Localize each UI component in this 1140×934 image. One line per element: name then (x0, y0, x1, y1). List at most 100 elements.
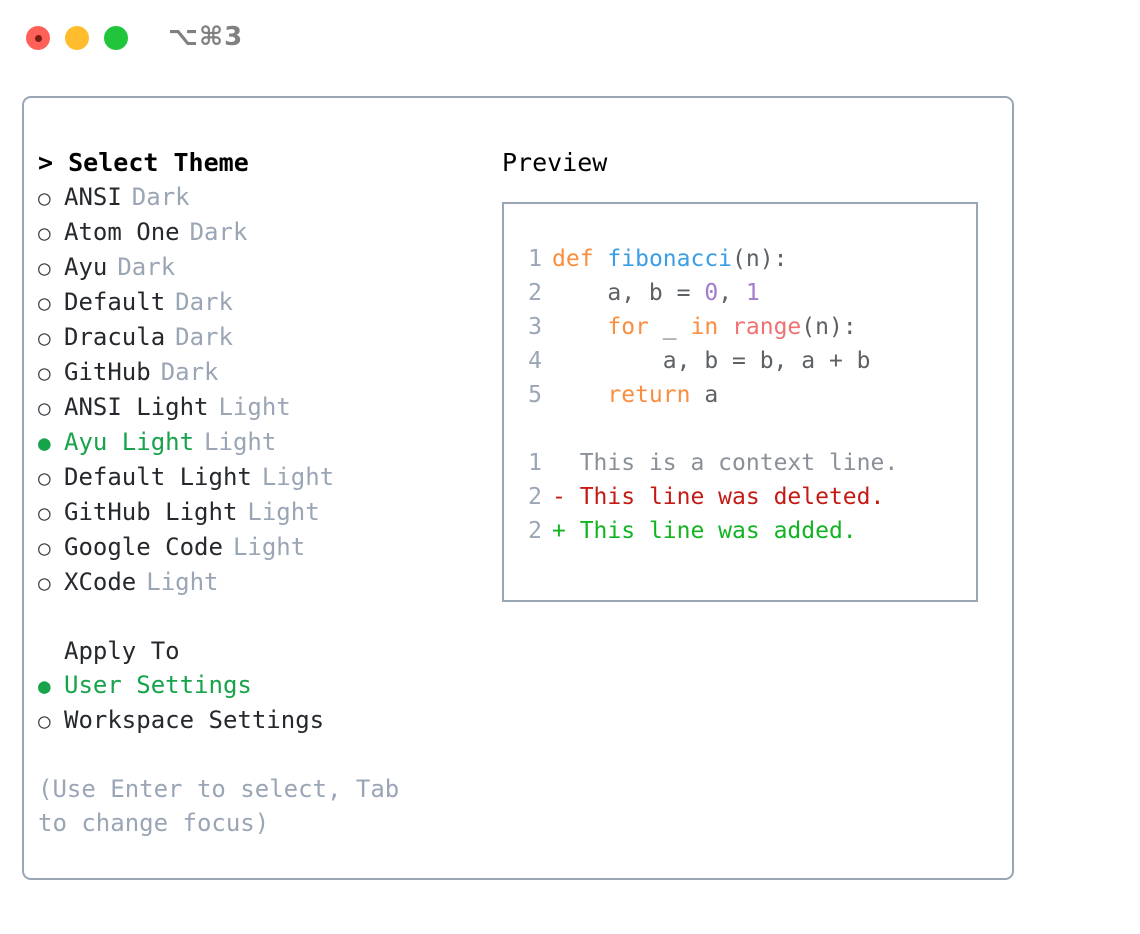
radio-unselected-icon: ○ (38, 186, 51, 210)
code-token: range (732, 314, 802, 340)
line-number: 2 (528, 484, 542, 510)
preview-title: Preview (502, 148, 608, 177)
apply-to-list: ● User Settings ○Workspace Settings (38, 668, 468, 738)
diff-text: This line was added. (565, 518, 857, 544)
theme-option-default[interactable]: ○ Default Dark (38, 285, 468, 320)
diff-line-ctx: 1 This is a context line. (520, 446, 976, 480)
radio-selected-icon: ● (38, 431, 51, 455)
theme-option-label: XCode (64, 568, 137, 596)
theme-variant-tag: Light (218, 393, 291, 421)
theme-variant-tag: Dark (175, 288, 233, 316)
radio-unselected-icon: ○ (38, 291, 51, 315)
code-token: 0 (704, 280, 719, 306)
code-token (594, 246, 608, 272)
apply-to-option-workspace-settings[interactable]: ○Workspace Settings (38, 703, 468, 738)
code-token: _ (648, 314, 691, 340)
code-token (552, 314, 607, 340)
close-button[interactable] (26, 26, 50, 50)
radio-unselected-icon: ○ (38, 361, 51, 385)
radio-unselected-icon: ○ (38, 396, 51, 420)
keyboard-hint-text: (Use Enter to select, Tab to change focu… (38, 775, 400, 837)
theme-option-label: Default Light (64, 463, 252, 491)
code-line: 5 return a (520, 378, 976, 412)
code-token: (n): (801, 314, 857, 340)
code-token: 1 (745, 280, 760, 306)
code-line: 2 a, b = 0, 1 (520, 276, 976, 310)
code-token: a (690, 382, 719, 408)
apply-to-option-user-settings[interactable]: ● User Settings (38, 668, 468, 703)
theme-variant-tag: Light (247, 498, 320, 526)
code-token: fibonacci (607, 246, 733, 272)
theme-option-dracula[interactable]: ○ Dracula Dark (38, 320, 468, 355)
code-diff-spacer (520, 412, 976, 446)
line-number: 1 (528, 246, 542, 272)
radio-unselected-icon: ○ (38, 709, 51, 733)
apply-to-option-label: User Settings (64, 671, 252, 699)
radio-unselected-icon: ○ (38, 326, 51, 350)
theme-option-label: Google Code (64, 533, 223, 561)
theme-option-label: ANSI (64, 183, 122, 211)
theme-variant-tag: Light (146, 568, 219, 596)
radio-unselected-icon: ○ (38, 466, 51, 490)
line-number: 5 (528, 382, 542, 408)
theme-option-label: ANSI Light (64, 393, 209, 421)
code-token: def (552, 246, 594, 272)
diff-sign: + (552, 518, 566, 544)
apply-to-header: Apply To (64, 637, 180, 665)
radio-selected-icon: ● (38, 674, 51, 698)
code-token: a, b = b, a + b (552, 348, 871, 374)
traffic-light-group (26, 26, 128, 50)
theme-variant-tag: Dark (175, 323, 233, 351)
line-number: 2 (528, 280, 542, 306)
theme-variant-tag: Dark (189, 218, 248, 246)
theme-option-ayu-light[interactable]: ● Ayu Light Light (38, 425, 468, 460)
theme-variant-tag: Dark (131, 183, 190, 211)
theme-option-label: GitHub Light (64, 498, 238, 526)
code-token: return (607, 382, 691, 408)
diff-line-del: 2- This line was deleted. (520, 480, 976, 514)
code-token: a, b = (552, 280, 705, 306)
code-token: , (718, 280, 746, 306)
header-caret-icon: > (38, 148, 54, 177)
line-number: 3 (528, 314, 542, 340)
diff-line-add: 2 + This line was added. (520, 514, 976, 548)
select-theme-header-label: Select Theme (68, 148, 249, 177)
theme-option-label: Atom One (64, 218, 180, 246)
theme-option-github-light[interactable]: ○ GitHub Light Light (38, 495, 468, 530)
minimize-button[interactable] (65, 26, 89, 50)
radio-unselected-icon: ○ (38, 501, 51, 525)
theme-option-xcode[interactable]: ○ XCode Light (38, 565, 468, 600)
theme-option-google-code[interactable]: ○ Google Code Light (38, 530, 468, 565)
code-token: for (607, 314, 649, 340)
code-token: in (690, 314, 719, 340)
radio-unselected-icon: ○ (38, 536, 51, 560)
theme-option-ansi-light[interactable]: ○ ANSI Light Light (38, 390, 468, 425)
theme-option-label: Dracula (64, 323, 166, 351)
diff-sign: - (552, 484, 566, 510)
theme-variant-tag: Light (204, 428, 277, 456)
line-number: 2 (528, 518, 542, 544)
diff-text: This is a context line. (565, 450, 899, 476)
diff-sign (552, 450, 566, 476)
keyboard-shortcut-label: ⌥⌘3 (168, 22, 244, 52)
theme-option-label: Ayu (64, 253, 108, 281)
radio-unselected-icon: ○ (38, 571, 51, 595)
diff-sample: 1 This is a context line.2- This line wa… (520, 446, 976, 548)
code-line: 3 for _ in range(n): (520, 310, 976, 344)
theme-option-ansi[interactable]: ○ ANSI Dark (38, 180, 468, 215)
theme-option-label: Ayu Light (64, 428, 195, 456)
code-line: 4 a, b = b, a + b (520, 344, 976, 378)
theme-variant-tag: Light (232, 533, 306, 561)
line-number: 1 (528, 450, 542, 476)
theme-option-label: Default (64, 288, 166, 316)
maximize-button[interactable] (104, 26, 128, 50)
